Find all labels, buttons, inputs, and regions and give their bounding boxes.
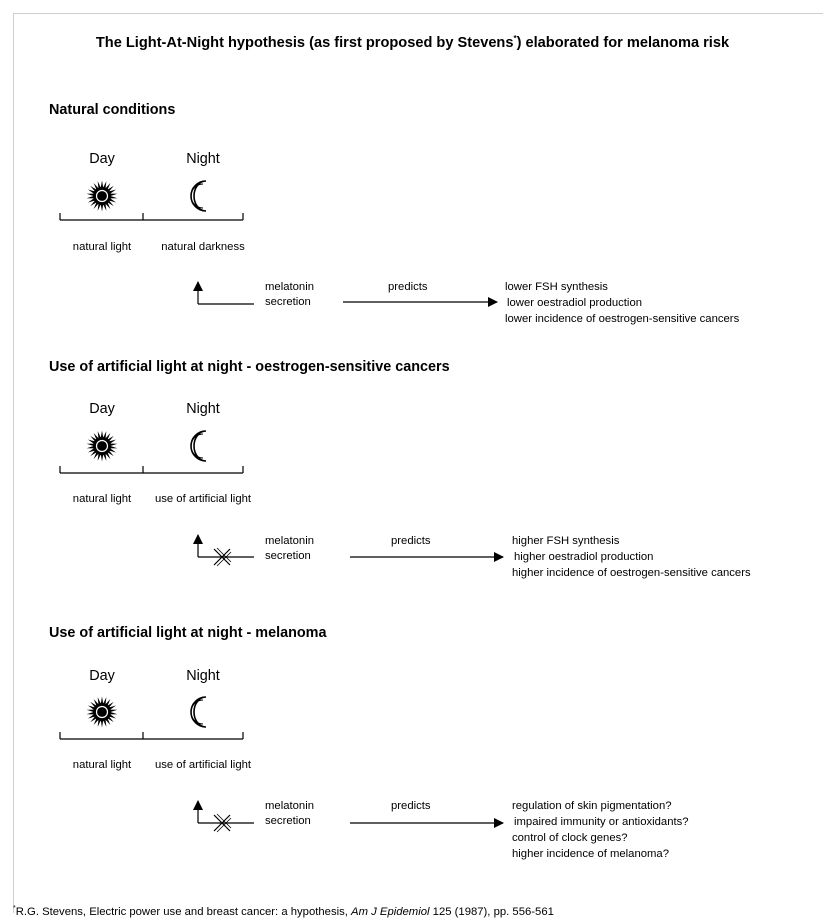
outcome-item: higher incidence of oestrogen-sensitive … xyxy=(512,567,751,579)
melatonin-label: melatonin secretion xyxy=(265,281,314,308)
outcome-item: impaired immunity or antioxidants? xyxy=(514,816,689,828)
night-label: Night xyxy=(186,668,220,684)
footnote: *R.G. Stevens, Electric power use and br… xyxy=(13,905,554,918)
outcome-item: control of clock genes? xyxy=(512,832,628,844)
day-label: Day xyxy=(89,151,115,167)
night-light-label: natural darkness xyxy=(161,241,245,253)
outcome-item: higher incidence of melanoma? xyxy=(512,848,669,860)
cross-icon xyxy=(213,813,232,833)
figure-title: The Light-At-Night hypothesis (as first … xyxy=(0,34,825,51)
predicts-label: predicts xyxy=(388,281,428,293)
night-light-label: use of artificial light xyxy=(154,759,252,771)
title-tail: ) elaborated for melanoma risk xyxy=(516,34,730,51)
outcome-item: higher FSH synthesis xyxy=(512,535,620,547)
section-heading-melanoma: Use of artificial light at night - melan… xyxy=(49,625,327,641)
footnote-journal: Am J Epidemiol xyxy=(351,905,430,918)
night-light-label: use of artificial light xyxy=(154,493,252,505)
night-label: Night xyxy=(186,401,220,417)
outcome-item: higher oestradiol production xyxy=(514,551,654,563)
title-footnote-marker: * xyxy=(513,34,517,43)
night-label: Night xyxy=(186,151,220,167)
outcome-item: lower oestradiol production xyxy=(507,297,643,309)
footnote-text: R.G. Stevens, Electric power use and bre… xyxy=(15,905,352,918)
section-heading-natural: Natural conditions xyxy=(49,102,176,118)
moon-icon xyxy=(190,430,207,462)
moon-icon xyxy=(190,696,207,728)
footnote-marker: * xyxy=(13,905,16,912)
moon-icon xyxy=(190,180,207,212)
outcome-item: regulation of skin pigmentation? xyxy=(512,800,672,812)
footnote-tail: 125 (1987), pp. 556-561 xyxy=(429,905,554,918)
predicts-label: predicts xyxy=(391,800,431,812)
cross-icon xyxy=(213,547,232,567)
day-light-label: natural light xyxy=(72,241,132,253)
sun-icon xyxy=(86,430,118,462)
outcome-item: lower incidence of oestrogen-sensitive c… xyxy=(505,313,740,325)
day-label: Day xyxy=(89,668,115,684)
melatonin-label: melatonin secretion xyxy=(265,800,314,827)
title-text: The Light-At-Night hypothesis (as first … xyxy=(95,34,514,51)
predicts-label: predicts xyxy=(391,535,431,547)
day-light-label: natural light xyxy=(72,493,132,505)
day-light-label: natural light xyxy=(72,759,132,771)
day-label: Day xyxy=(89,401,115,417)
sun-icon xyxy=(86,180,118,212)
figure-frame xyxy=(13,13,823,913)
section-heading-oestrogen: Use of artificial light at night - oestr… xyxy=(49,359,450,375)
sun-icon xyxy=(86,696,118,728)
melatonin-label: melatonin secretion xyxy=(265,535,314,562)
outcome-item: lower FSH synthesis xyxy=(505,281,608,293)
